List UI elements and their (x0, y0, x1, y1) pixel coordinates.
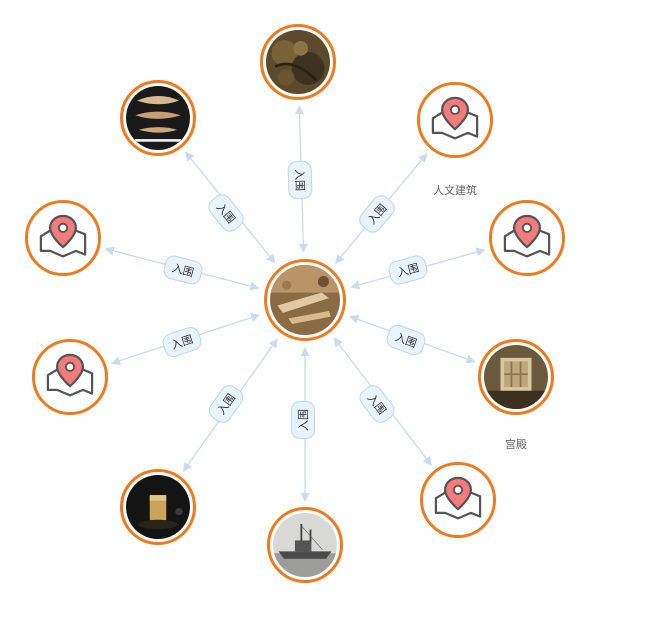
map-pin-icon (423, 465, 493, 535)
node-south-west[interactable] (120, 469, 196, 545)
node-south[interactable] (267, 507, 343, 583)
node-west-north-west[interactable] (25, 200, 101, 276)
map-pin-icon (420, 85, 490, 155)
node-west-south-west[interactable] (32, 339, 108, 415)
node-north-east-label[interactable]: 人文建筑 (433, 184, 477, 198)
node-north[interactable] (260, 24, 336, 100)
map-pin-icon (492, 203, 562, 273)
node-east-south-east-photo (484, 345, 548, 409)
node-north-east[interactable] (417, 82, 493, 158)
node-east-south-east-label[interactable]: 宫殿 (505, 438, 527, 452)
node-east-south-east[interactable] (478, 339, 554, 415)
node-north-photo (266, 30, 330, 94)
edge-label-north[interactable]: 入围 (287, 160, 313, 200)
node-south-east[interactable] (420, 462, 496, 538)
node-center-photo (270, 265, 340, 335)
node-north-west[interactable] (120, 80, 196, 156)
map-pin-icon (35, 342, 105, 412)
node-south-photo (273, 513, 337, 577)
node-south-west-photo (126, 475, 190, 539)
node-east-north-east[interactable] (489, 200, 565, 276)
node-north-east-category: 人文建筑 (433, 184, 477, 197)
map-pin-icon (28, 203, 98, 273)
node-east-south-east-category: 宫殿 (505, 438, 527, 451)
node-north-west-photo (126, 86, 190, 150)
edge-label-south[interactable]: 入围 (291, 401, 315, 439)
node-center[interactable] (264, 259, 346, 341)
